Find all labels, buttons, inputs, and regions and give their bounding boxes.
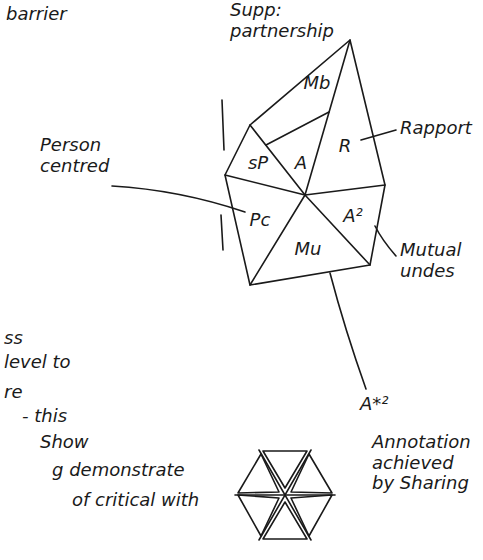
segment-label: sP — [245, 150, 271, 177]
note-text: g demonstrate — [52, 460, 185, 481]
segment-text: R — [339, 136, 352, 157]
note-text: re — [4, 382, 22, 403]
hexagon-outline — [225, 40, 385, 285]
note-text: of critical with — [72, 490, 199, 511]
note-text: Annotation achieved by Sharing — [372, 432, 477, 494]
note-text: ss — [4, 328, 23, 349]
note-text: A*² — [360, 394, 389, 415]
triangle-wheel — [235, 450, 335, 540]
note-text: Supp: partnership — [230, 0, 330, 41]
segment-label: Mb — [301, 70, 334, 97]
segment-label: A² — [340, 203, 366, 230]
segment-text: A — [295, 153, 307, 174]
note-text: Mutual undes — [400, 240, 472, 281]
segment-text: Mb — [304, 73, 331, 94]
segment-text: A² — [343, 206, 363, 227]
segment-text: Pc — [250, 210, 271, 231]
note-text: level to — [4, 352, 71, 373]
side-stroke — [222, 100, 224, 150]
note-text: barrier — [6, 4, 67, 25]
segment-label: A — [292, 150, 310, 177]
note-text: - this — [22, 406, 67, 427]
side-stroke — [221, 215, 223, 250]
segment-label: Pc — [247, 207, 274, 234]
leader-lines — [112, 130, 396, 389]
note-text: Person centred — [40, 135, 120, 176]
segment-text: sP — [248, 153, 268, 174]
note-text: Rapport — [400, 118, 472, 139]
segment-text: Mu — [295, 239, 322, 260]
segment-label: Mu — [292, 236, 325, 263]
segment-lines — [225, 40, 385, 285]
segment-label: R — [336, 133, 355, 160]
note-text: Show — [40, 432, 89, 453]
